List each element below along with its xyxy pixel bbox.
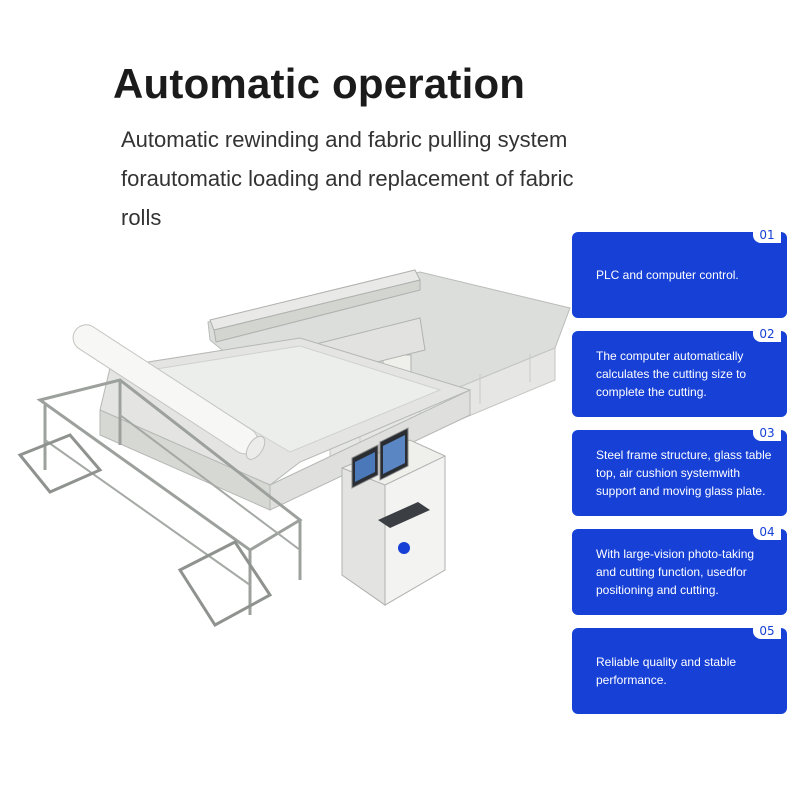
subtitle-line: forautomatic loading and replacement of … <box>121 166 574 191</box>
feature-card: 05 Reliable quality and stable performan… <box>572 624 787 714</box>
feature-card: 04 With large-vision photo-taking and cu… <box>572 525 787 615</box>
feature-card: 02 The computer automatically calculates… <box>572 327 787 417</box>
cutting-machine-image <box>17 269 571 627</box>
feature-text: Reliable quality and stable performance. <box>596 655 737 687</box>
feature-number: 05 <box>753 624 781 639</box>
subtitle-line: rolls <box>121 205 162 230</box>
feature-text: Steel frame structure, glass table top, … <box>596 448 772 498</box>
feature-number: 02 <box>753 327 781 342</box>
subtitle-line: Automatic rewinding and fabric pulling s… <box>121 127 568 152</box>
feature-text: With large-vision photo-taking and cutti… <box>596 547 755 597</box>
page-title: Automatic operation <box>113 60 526 107</box>
page-subtitle: Automatic rewinding and fabric pulling s… <box>121 120 681 237</box>
feature-text: PLC and computer control. <box>596 268 739 282</box>
feature-number: 01 <box>753 228 781 243</box>
feature-number: 04 <box>753 525 781 540</box>
feature-card: 03 Steel frame structure, glass table to… <box>572 426 787 516</box>
feature-text: The computer automatically calculates th… <box>596 349 747 399</box>
feature-number: 03 <box>753 426 781 441</box>
feature-card: 01 PLC and computer control. <box>572 228 787 318</box>
